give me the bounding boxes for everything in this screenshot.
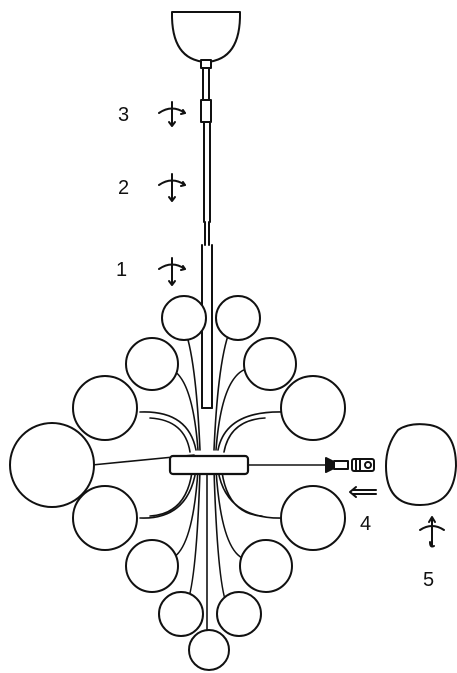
canopy-hook xyxy=(200,59,212,69)
globes-left xyxy=(9,295,207,637)
rotate-arrow-icon xyxy=(419,516,445,548)
ceiling-canopy xyxy=(170,11,242,63)
rotate-arrow-icon xyxy=(158,257,186,286)
suspension-rod xyxy=(200,67,213,409)
socket-detail xyxy=(325,457,375,473)
step-number-1: 1 xyxy=(116,259,128,281)
rotate-arrow-icon xyxy=(158,101,186,127)
insert-arrow-icon xyxy=(349,486,377,498)
rotate-arrow-icon xyxy=(158,173,186,202)
center-hub xyxy=(168,454,250,476)
step-number-2: 2 xyxy=(118,177,130,199)
globes-right xyxy=(188,295,346,671)
step-number-4: 4 xyxy=(360,513,372,535)
detached-globe xyxy=(385,423,457,506)
step-number-5: 5 xyxy=(423,569,435,591)
step-number-3: 3 xyxy=(118,104,130,126)
